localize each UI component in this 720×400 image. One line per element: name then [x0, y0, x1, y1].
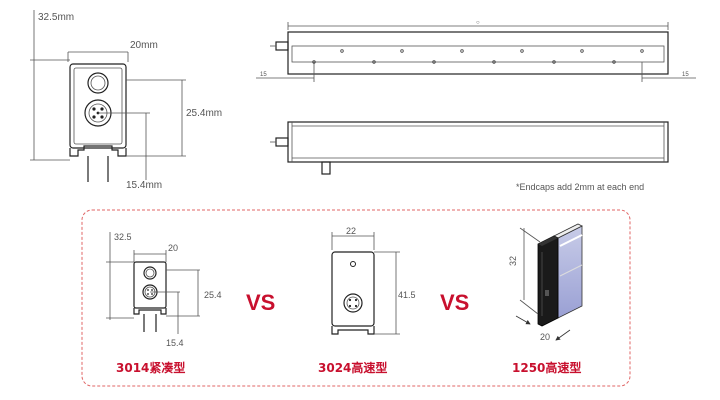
- width-label: 20mm: [130, 40, 158, 51]
- profile-3024: 22 41.5 3024高速型: [318, 226, 416, 375]
- length-label: ○: [476, 20, 480, 26]
- profile-3014: 32.5 20 25.4 15.4 3014紧凑型: [106, 232, 222, 375]
- caption-3024: 3024高速型: [318, 360, 387, 375]
- indicator-circle: [87, 72, 109, 94]
- vs-label-2: VS: [440, 290, 469, 315]
- endcaps-note: *Endcaps add 2mm at each end: [516, 182, 644, 192]
- bottom-label: 15.4mm: [126, 180, 162, 191]
- caption-1250: 1250高速型: [512, 360, 581, 375]
- profile-1250: 32 20 1250高速型: [508, 223, 583, 375]
- top-profile-drawing: 32.5mm 20mm 25.4mm 15.4mm: [30, 10, 222, 191]
- connector-label: 25.4mm: [186, 108, 222, 119]
- p1-width: 20: [168, 243, 178, 253]
- p1-bottom: 15.4: [166, 338, 184, 348]
- left-end-label: 15: [260, 72, 267, 78]
- profile-body: [69, 63, 127, 149]
- bar-side-view: [270, 121, 669, 175]
- bar-top-view: ○ 15 15: [256, 20, 696, 82]
- height-label: 32.5mm: [38, 12, 74, 23]
- comparison-frame: [81, 209, 631, 387]
- p2-body: [331, 251, 375, 327]
- bar-body-side: [287, 121, 669, 163]
- bar-body-top: [287, 31, 669, 75]
- p1-height: 32.5: [114, 232, 132, 242]
- endcap: [537, 235, 559, 327]
- p2-height: 41.5: [398, 290, 416, 300]
- p1-connector: 25.4: [204, 290, 222, 300]
- right-end-label: 15: [682, 72, 689, 78]
- caption-3014: 3014紧凑型: [116, 360, 185, 375]
- p3-width: 20: [540, 332, 550, 342]
- vs-label-1: VS: [246, 290, 275, 315]
- p2-width: 22: [346, 226, 356, 236]
- p3-height: 32: [508, 256, 518, 266]
